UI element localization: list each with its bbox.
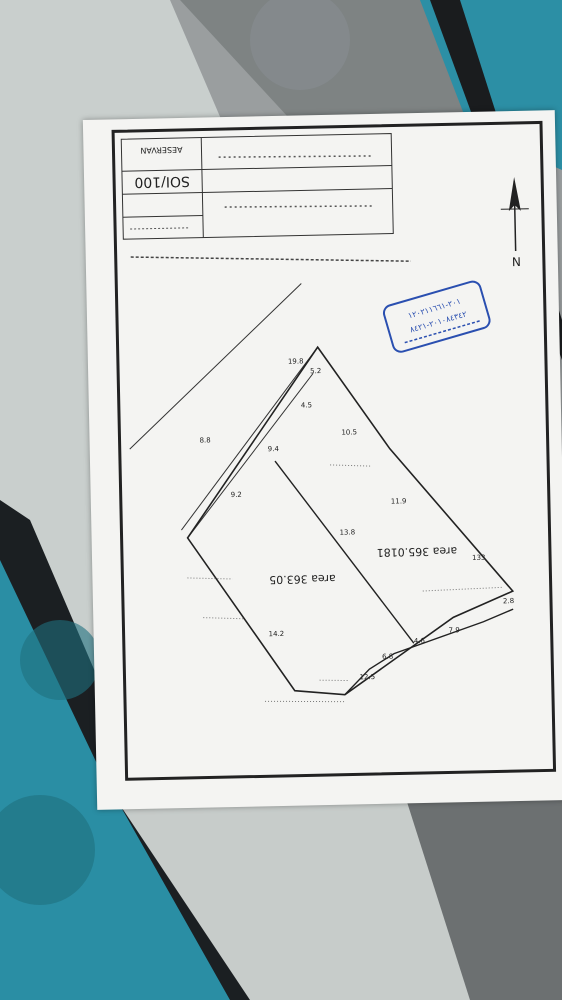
dim-a: 5.2 <box>310 367 321 375</box>
plot-outline <box>186 345 515 696</box>
dim-right-edge: 133 <box>472 554 486 562</box>
area-east-label: area 365.0181 <box>377 544 458 559</box>
dim-g: 11.9 <box>391 497 407 505</box>
sheet-border <box>111 120 557 781</box>
area-west-label: area 363.05 <box>269 572 336 586</box>
dim-j: 6.8 <box>382 653 393 661</box>
survey-plan: AESERVAN SOI/100 N ٢٠١-١٢٠٢١١٦٦١ ٢٠١٠٨٤٣… <box>111 120 557 781</box>
dim-k: 4.6 <box>414 637 426 645</box>
dim-h: 13.8 <box>339 528 355 536</box>
dim-f: 8.8 <box>199 436 210 444</box>
approval-stamp: ٢٠١-١٢٠٢١١٦٦١ ٢٠١٠٨٤٣٤٢-٨٤٢١ <box>382 280 491 353</box>
dim-i: 14.2 <box>269 630 285 638</box>
dim-l: 7.9 <box>449 626 460 634</box>
dim-d: 9.2 <box>231 491 242 499</box>
road-line-3 <box>187 372 314 539</box>
north-label: N <box>512 255 521 269</box>
survey-sheet: AESERVAN SOI/100 N ٢٠١-١٢٠٢١١٦٦١ ٢٠١٠٨٤٣… <box>82 110 562 810</box>
dim-c: 9.4 <box>268 445 280 453</box>
dim-top-edge: 19.8 <box>288 357 304 365</box>
dimension-labels: 19.8 133 5.2 4.5 9.4 9.2 10.5 8.8 11.9 1… <box>199 357 514 681</box>
north-arrow-icon <box>500 176 529 251</box>
plot-divider <box>274 460 415 644</box>
title-block: AESERVAN SOI/100 <box>120 133 394 240</box>
road-line-1 <box>129 283 302 450</box>
dim-n: 12.5 <box>359 673 375 681</box>
dim-b: 4.5 <box>301 401 312 409</box>
dim-m: 2.8 <box>503 597 514 605</box>
dim-e: 10.5 <box>341 428 357 436</box>
sheet-number: SOI/100 <box>134 173 190 190</box>
title-label-top: AESERVAN <box>140 145 182 155</box>
road-line-2 <box>181 346 319 531</box>
note-line <box>130 256 411 262</box>
south-curve <box>344 608 514 696</box>
